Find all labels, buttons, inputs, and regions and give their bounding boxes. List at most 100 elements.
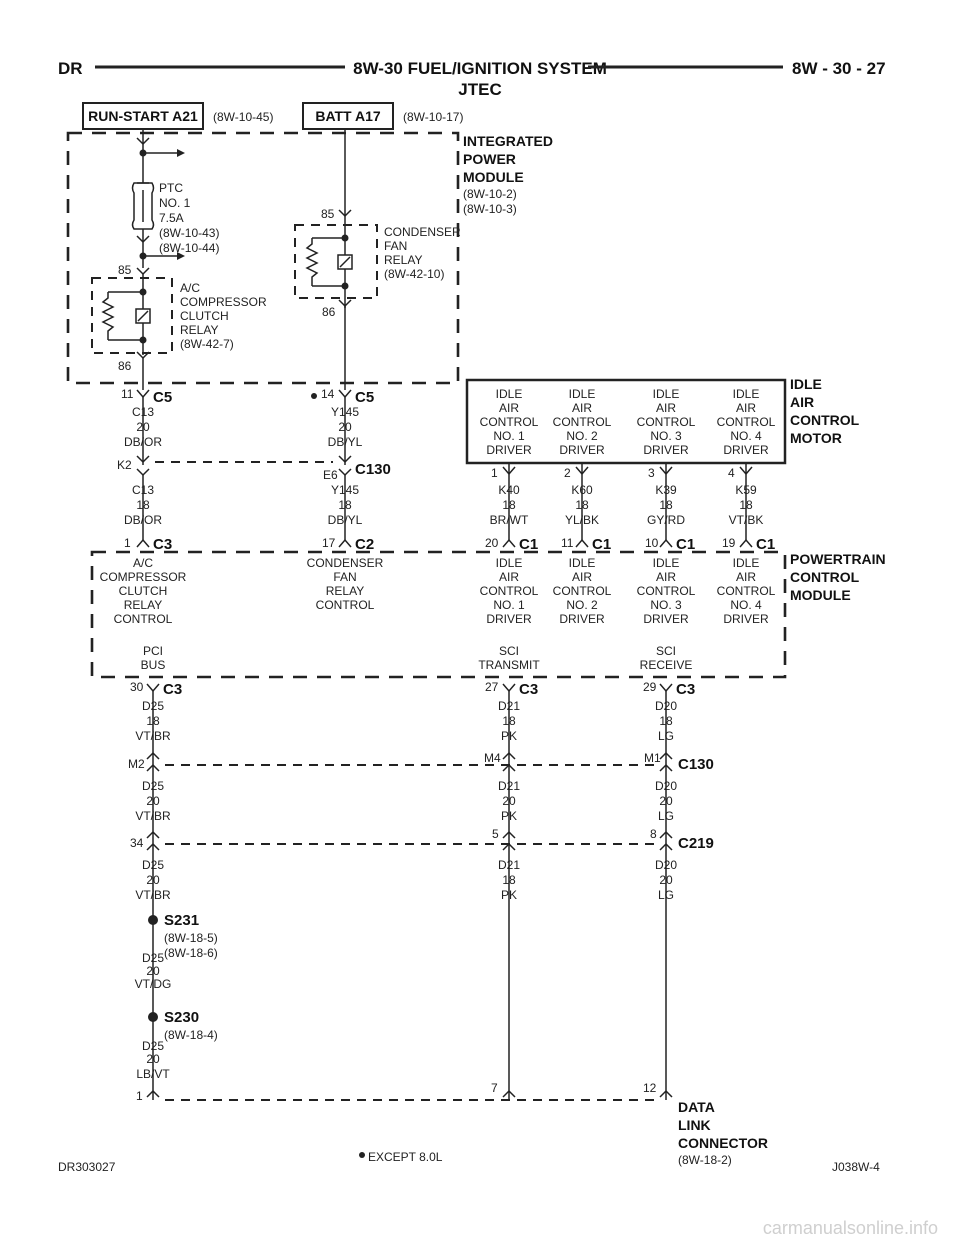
wire-code: D25 (142, 779, 164, 793)
connector-name: C1 (756, 536, 775, 553)
svg-text:20: 20 (136, 420, 150, 434)
pcm-function-iac4: IDLE AIR CONTROL NO. 4 DRIVER (717, 556, 776, 626)
footer: DR303027 EXCEPT 8.0L J038W-4 carmanualso… (58, 1150, 938, 1238)
svg-text:MODULE: MODULE (790, 587, 851, 603)
svg-text:(8W-10-44): (8W-10-44) (159, 241, 219, 255)
svg-text:FAN: FAN (333, 570, 356, 584)
connector-pin: 11 (121, 387, 134, 401)
relay-coil-icon (305, 238, 319, 286)
svg-text:IDLE: IDLE (653, 387, 680, 401)
svg-text:IDLE: IDLE (496, 387, 523, 401)
svg-text:CONNECTOR: CONNECTOR (678, 1135, 768, 1151)
svg-text:18: 18 (338, 498, 352, 512)
splice-s230: S230 (8W-18-4) D25 20 LB/VT (122, 1005, 218, 1081)
svg-text:BR/WT: BR/WT (490, 513, 529, 527)
footer-figure-id: J038W-4 (832, 1160, 880, 1174)
connector-name: C219 (678, 835, 714, 852)
svg-text:VT/BR: VT/BR (135, 809, 171, 823)
connector-pin: 7 (491, 1081, 498, 1095)
svg-text:RELAY: RELAY (326, 584, 364, 598)
connector-c130-top: K2 E6 C130 C13 18 DB/OR Y145 18 DB/YL (117, 455, 391, 540)
connector-pin: 5 (492, 827, 499, 841)
header: DR 8W-30 FUEL/IGNITION SYSTEM 8W - 30 - … (58, 59, 886, 99)
svg-text:AIR: AIR (790, 394, 814, 410)
wire-code: C13 (132, 483, 154, 497)
svg-text:VT/BK: VT/BK (729, 513, 764, 527)
svg-text:PK: PK (501, 809, 517, 823)
svg-text:20: 20 (146, 964, 160, 978)
svg-text:MODULE: MODULE (463, 169, 524, 185)
power-source-run-start: RUN-START A21 (8W-10-45) (82, 102, 273, 130)
iac-driver: IDLE AIR CONTROL NO. 2 DRIVER (553, 387, 612, 457)
wire-code: K60 (571, 483, 593, 497)
svg-text:DRIVER: DRIVER (643, 612, 689, 626)
power-source-label: BATT A17 (315, 108, 381, 124)
svg-text:LG: LG (658, 809, 674, 823)
connector-pin: M1 (644, 751, 661, 765)
svg-text:DB/OR: DB/OR (124, 513, 162, 527)
svg-text:LG: LG (658, 729, 674, 743)
svg-text:(8W-10-43): (8W-10-43) (159, 226, 219, 240)
svg-text:AIR: AIR (499, 570, 519, 584)
svg-text:VT/DG: VT/DG (135, 977, 172, 991)
connector-pin: 10 (645, 536, 659, 550)
wire-code: K39 (655, 483, 677, 497)
fuse-label: PTC (159, 181, 183, 195)
connector-pin: 29 (643, 680, 657, 694)
connector-name: C130 (678, 756, 714, 773)
svg-text:CLUTCH: CLUTCH (180, 309, 229, 323)
svg-text:CONTROL: CONTROL (553, 584, 612, 598)
svg-text:LINK: LINK (678, 1117, 711, 1133)
fan-relay-box (294, 224, 378, 299)
connector-pin: 14 (321, 387, 335, 401)
svg-text:(8W-18-5): (8W-18-5) (164, 931, 218, 945)
connector-name: C3 (676, 681, 695, 698)
svg-text:PK: PK (501, 729, 517, 743)
connector-pin: 11 (561, 536, 574, 550)
connector-name: C1 (592, 536, 611, 553)
connector-pin: 19 (722, 536, 736, 550)
svg-text:COMPRESSOR: COMPRESSOR (180, 295, 267, 309)
svg-text:20: 20 (659, 794, 673, 808)
wire-code: D20 (655, 699, 677, 713)
svg-text:IDLE: IDLE (733, 387, 760, 401)
wire-code: D21 (498, 858, 520, 872)
header-subtitle: JTEC (458, 80, 501, 99)
svg-text:NO. 3: NO. 3 (650, 429, 682, 443)
power-source-label: RUN-START A21 (88, 108, 198, 124)
connector-pin: 2 (564, 466, 571, 480)
svg-text:CONTROL: CONTROL (114, 612, 173, 626)
svg-text:(8W-18-6): (8W-18-6) (164, 946, 218, 960)
except-bullet-icon (311, 393, 317, 399)
svg-text:GY/RD: GY/RD (647, 513, 685, 527)
header-page: 8W - 30 - 27 (792, 59, 886, 78)
connector-pin: M4 (484, 751, 501, 765)
wire-code: D25 (142, 858, 164, 872)
svg-text:CONTROL: CONTROL (480, 415, 539, 429)
connector-c5: 11 C5 14 C5 C13 20 DB/OR Y145 20 DB/YL (121, 387, 374, 465)
connector-pin: K2 (117, 458, 132, 472)
idle-air-control-motor: IDLE AIR CONTROL MOTOR IDLE AIR CONTROL … (465, 376, 860, 540)
svg-text:18: 18 (502, 714, 516, 728)
svg-text:CONTROL: CONTROL (637, 584, 696, 598)
svg-text:18: 18 (136, 498, 150, 512)
svg-text:18: 18 (575, 498, 589, 512)
wire-code: K59 (735, 483, 757, 497)
svg-text:20: 20 (659, 873, 673, 887)
wire-code: D21 (498, 779, 520, 793)
svg-text:AIR: AIR (736, 401, 756, 415)
svg-text:20: 20 (146, 873, 160, 887)
svg-text:RELAY: RELAY (124, 598, 162, 612)
svg-text:AIR: AIR (736, 570, 756, 584)
fan-relay-label: CONDENSER (384, 225, 461, 239)
except-bullet-icon (359, 1152, 365, 1158)
connector-name: C1 (519, 536, 538, 553)
svg-text:FAN: FAN (384, 239, 407, 253)
ac-relay-pin-85: 85 (118, 263, 132, 277)
wire-code: Y145 (331, 405, 359, 419)
svg-text:LB/VT: LB/VT (136, 1067, 170, 1081)
svg-text:DRIVER: DRIVER (643, 443, 689, 457)
svg-text:COMPRESSOR: COMPRESSOR (100, 570, 187, 584)
splice-dot-icon (148, 915, 158, 925)
svg-text:RELAY: RELAY (180, 323, 218, 337)
